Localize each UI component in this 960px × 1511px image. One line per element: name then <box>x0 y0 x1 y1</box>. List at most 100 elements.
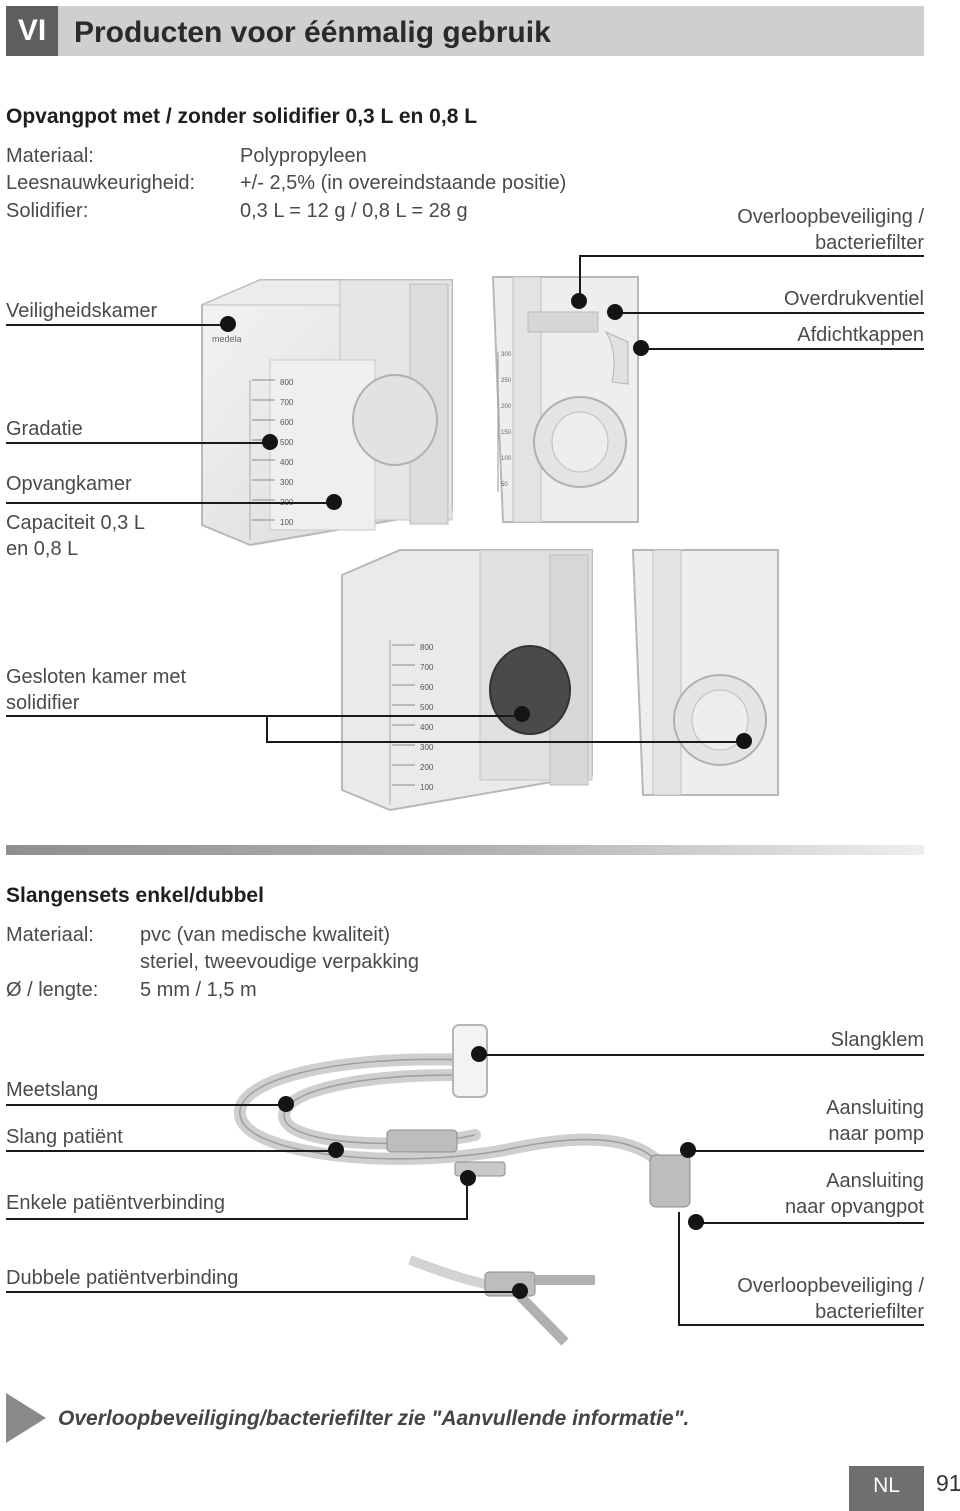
leader-tubing-overflow-h <box>678 1324 924 1326</box>
leader-clamp <box>480 1054 924 1056</box>
scale-label: 700 <box>420 663 434 672</box>
section-number: VI <box>6 6 58 56</box>
scale-label: 400 <box>280 458 294 467</box>
leader-graduation <box>6 442 270 444</box>
label-closed-chamber-1: Gesloten kamer met <box>6 666 187 688</box>
scale-label-small: 200 <box>501 404 512 410</box>
label-collection-chamber: Opvangkamer <box>6 473 132 495</box>
leader-overflow-h <box>580 255 924 257</box>
container-heading: Opvangpot met / zonder solidifier 0,3 L … <box>6 105 478 128</box>
marker-pressure <box>607 304 623 320</box>
scale-label: 500 <box>280 438 294 447</box>
page-title: Producten voor éénmalig gebruik <box>74 16 551 49</box>
spec-value-solidifier: 0,3 L = 12 g / 0,8 L = 28 g <box>240 200 468 222</box>
leader-overflow-v <box>579 255 581 301</box>
marker-patient <box>328 1142 344 1158</box>
label-graduation: Gradatie <box>6 418 83 440</box>
spec-key-solidifier: Solidifier: <box>6 200 89 222</box>
label-overflow-filter-1: Overloopbeveiliging / <box>737 206 924 228</box>
double-connector-illustration <box>408 1255 595 1346</box>
scale-label: 100 <box>420 783 434 792</box>
label-double-connection: Dubbele patiëntverbinding <box>6 1267 239 1289</box>
leader-double <box>6 1291 520 1293</box>
leader-closed-1 <box>6 715 522 717</box>
tubing-spec-value-sterile: steriel, tweevoudige verpakking <box>140 951 420 973</box>
label-seal-caps: Afdichtkappen <box>797 324 924 346</box>
marker-pump <box>680 1142 696 1158</box>
leader-pressure <box>615 312 924 314</box>
scale-label: 700 <box>280 398 294 407</box>
scale-label: 200 <box>420 763 434 772</box>
leader-tubing-overflow-v <box>678 1212 680 1326</box>
marker-pot <box>688 1214 704 1230</box>
label-tubing-overflow-2: bacteriefilter <box>815 1301 924 1323</box>
leader-patient <box>6 1150 336 1152</box>
note-arrow-icon <box>6 1393 46 1443</box>
page-number: 91 <box>936 1470 960 1496</box>
leader-measuring <box>6 1104 286 1106</box>
marker-safety <box>220 316 236 332</box>
label-clamp: Slangklem <box>830 1029 924 1051</box>
leader-closed-2 <box>266 741 744 743</box>
tubing-spec-key-length: Ø / lengte: <box>6 979 99 1001</box>
small-container-solidifier-illustration <box>631 549 779 796</box>
tubing-spec-key-material: Materiaal: <box>6 924 94 946</box>
tubing-spec-value-material: pvc (van medische kwaliteit) <box>140 924 391 946</box>
leader-pot <box>696 1222 924 1224</box>
language-badge: NL <box>849 1466 924 1511</box>
brand-logo: medela <box>212 334 242 344</box>
leader-single-v <box>466 1178 468 1220</box>
label-pot-conn-1: Aansluiting <box>826 1170 924 1192</box>
label-overflow-filter-2: bacteriefilter <box>815 232 924 254</box>
tubing-heading: Slangensets enkel/dubbel <box>6 884 264 907</box>
label-pressure-valve: Overdrukventiel <box>783 288 924 310</box>
label-capacity-1: Capaciteit 0,3 L <box>6 512 145 534</box>
label-tubing-overflow-1: Overloopbeveiliging / <box>737 1275 924 1297</box>
scale-label: 300 <box>280 478 294 487</box>
label-patient-tube: Slang patiënt <box>6 1126 123 1148</box>
clamp-shape <box>452 1024 488 1098</box>
scale-label-small: 50 <box>501 482 508 488</box>
marker-single <box>460 1170 476 1186</box>
label-pot-conn-2: naar opvangpot <box>784 1196 924 1218</box>
marker-clamp <box>471 1046 487 1062</box>
section-divider <box>6 845 924 855</box>
scale-label: 600 <box>280 418 294 427</box>
marker-closed-2 <box>736 733 752 749</box>
marker-collection <box>326 494 342 510</box>
label-capacity-2: en 0,8 L <box>6 538 79 560</box>
marker-overflow <box>571 293 587 309</box>
spec-value-material: Polypropyleen <box>240 145 367 167</box>
leader-pump <box>688 1150 924 1152</box>
scale-label: 300 <box>420 743 434 752</box>
section-header-bar <box>6 6 924 56</box>
marker-caps <box>633 340 649 356</box>
scale-label: 500 <box>420 703 434 712</box>
tubing-spec-value-length: 5 mm / 1,5 m <box>140 979 257 1001</box>
scale-label-small: 100 <box>501 456 512 462</box>
spec-key-accuracy: Leesnauwkeurigheid: <box>6 172 196 194</box>
marker-double <box>512 1283 528 1299</box>
label-measuring-tube: Meetslang <box>6 1079 99 1101</box>
scale-label: 800 <box>420 643 434 652</box>
scale-label-small: 150 <box>501 430 512 436</box>
leader-single <box>6 1218 468 1220</box>
leader-safety <box>6 324 228 326</box>
leader-collection <box>6 502 334 504</box>
spec-value-accuracy: +/- 2,5% (in overeindstaande positie) <box>240 172 567 194</box>
label-closed-chamber-2: solidifier <box>6 692 80 714</box>
marker-closed-1 <box>514 706 530 722</box>
scale-label: 400 <box>420 723 434 732</box>
scale-label: 100 <box>280 518 294 527</box>
label-safety-chamber: Veiligheidskamer <box>6 300 158 322</box>
scale-label-small: 300 <box>501 352 512 358</box>
pot-connector-shape <box>649 1154 691 1208</box>
label-pump-conn-2: naar pomp <box>828 1123 924 1145</box>
single-connector-shape <box>386 1129 458 1153</box>
note-text: Overloopbeveiliging/bacteriefilter zie "… <box>58 1407 690 1430</box>
leader-caps <box>641 348 924 350</box>
marker-graduation <box>262 434 278 450</box>
